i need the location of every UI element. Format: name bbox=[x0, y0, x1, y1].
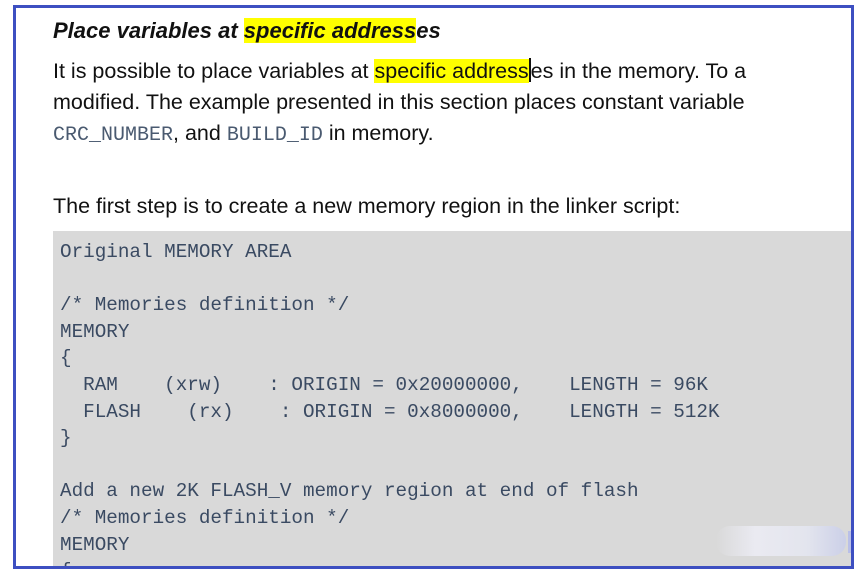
intro-line3-mid: , and bbox=[173, 121, 227, 145]
code-line: MEMORY bbox=[60, 533, 130, 556]
code-line: MEMORY bbox=[60, 320, 130, 343]
intro-line-3: CRC_NUMBER, and BUILD_ID in memory. bbox=[53, 118, 434, 151]
code-line: /* Memories definition */ bbox=[60, 506, 350, 529]
step-text: The first step is to create a new memory… bbox=[53, 194, 681, 218]
heading-text-pre: Place variables at bbox=[53, 18, 244, 43]
heading-text-post: es bbox=[416, 18, 441, 43]
code-build-id: BUILD_ID bbox=[226, 124, 323, 147]
text-cursor bbox=[528, 58, 531, 82]
code-listing: Original MEMORY AREA /* Memories definit… bbox=[60, 239, 720, 566]
code-block: Original MEMORY AREA /* Memories definit… bbox=[53, 231, 851, 566]
blurred-watermark bbox=[716, 526, 846, 556]
intro-highlight: specific address bbox=[374, 59, 529, 83]
code-line: /* Memories definition */ bbox=[60, 294, 350, 317]
heading-highlight: specific address bbox=[243, 18, 417, 43]
code-line: { bbox=[60, 347, 72, 370]
intro-line1-pre: It is possible to place variables at bbox=[53, 59, 375, 83]
section-heading: Place variables at specific addresses bbox=[53, 18, 441, 44]
document-frame: Place variables at specific addresses It… bbox=[13, 5, 854, 569]
code-line: RAM (xrw) : ORIGIN = 0x20000000, LENGTH … bbox=[60, 373, 708, 396]
code-line: Original MEMORY AREA bbox=[60, 241, 292, 263]
blurred-watermark-edge bbox=[848, 531, 851, 553]
code-line: } bbox=[60, 427, 72, 450]
code-line: { bbox=[60, 560, 72, 566]
intro-line-1: It is possible to place variables at spe… bbox=[53, 56, 746, 86]
intro-line-2: modified. The example presented in this … bbox=[53, 90, 745, 114]
code-line: Add a new 2K FLASH_V memory region at en… bbox=[60, 480, 639, 503]
intro-line1-post: es in the memory. To a bbox=[530, 59, 747, 83]
code-crc-number: CRC_NUMBER bbox=[53, 124, 174, 147]
code-line: FLASH (rx) : ORIGIN = 0x8000000, LENGTH … bbox=[60, 400, 720, 423]
intro-line3-post: in memory. bbox=[322, 121, 434, 145]
